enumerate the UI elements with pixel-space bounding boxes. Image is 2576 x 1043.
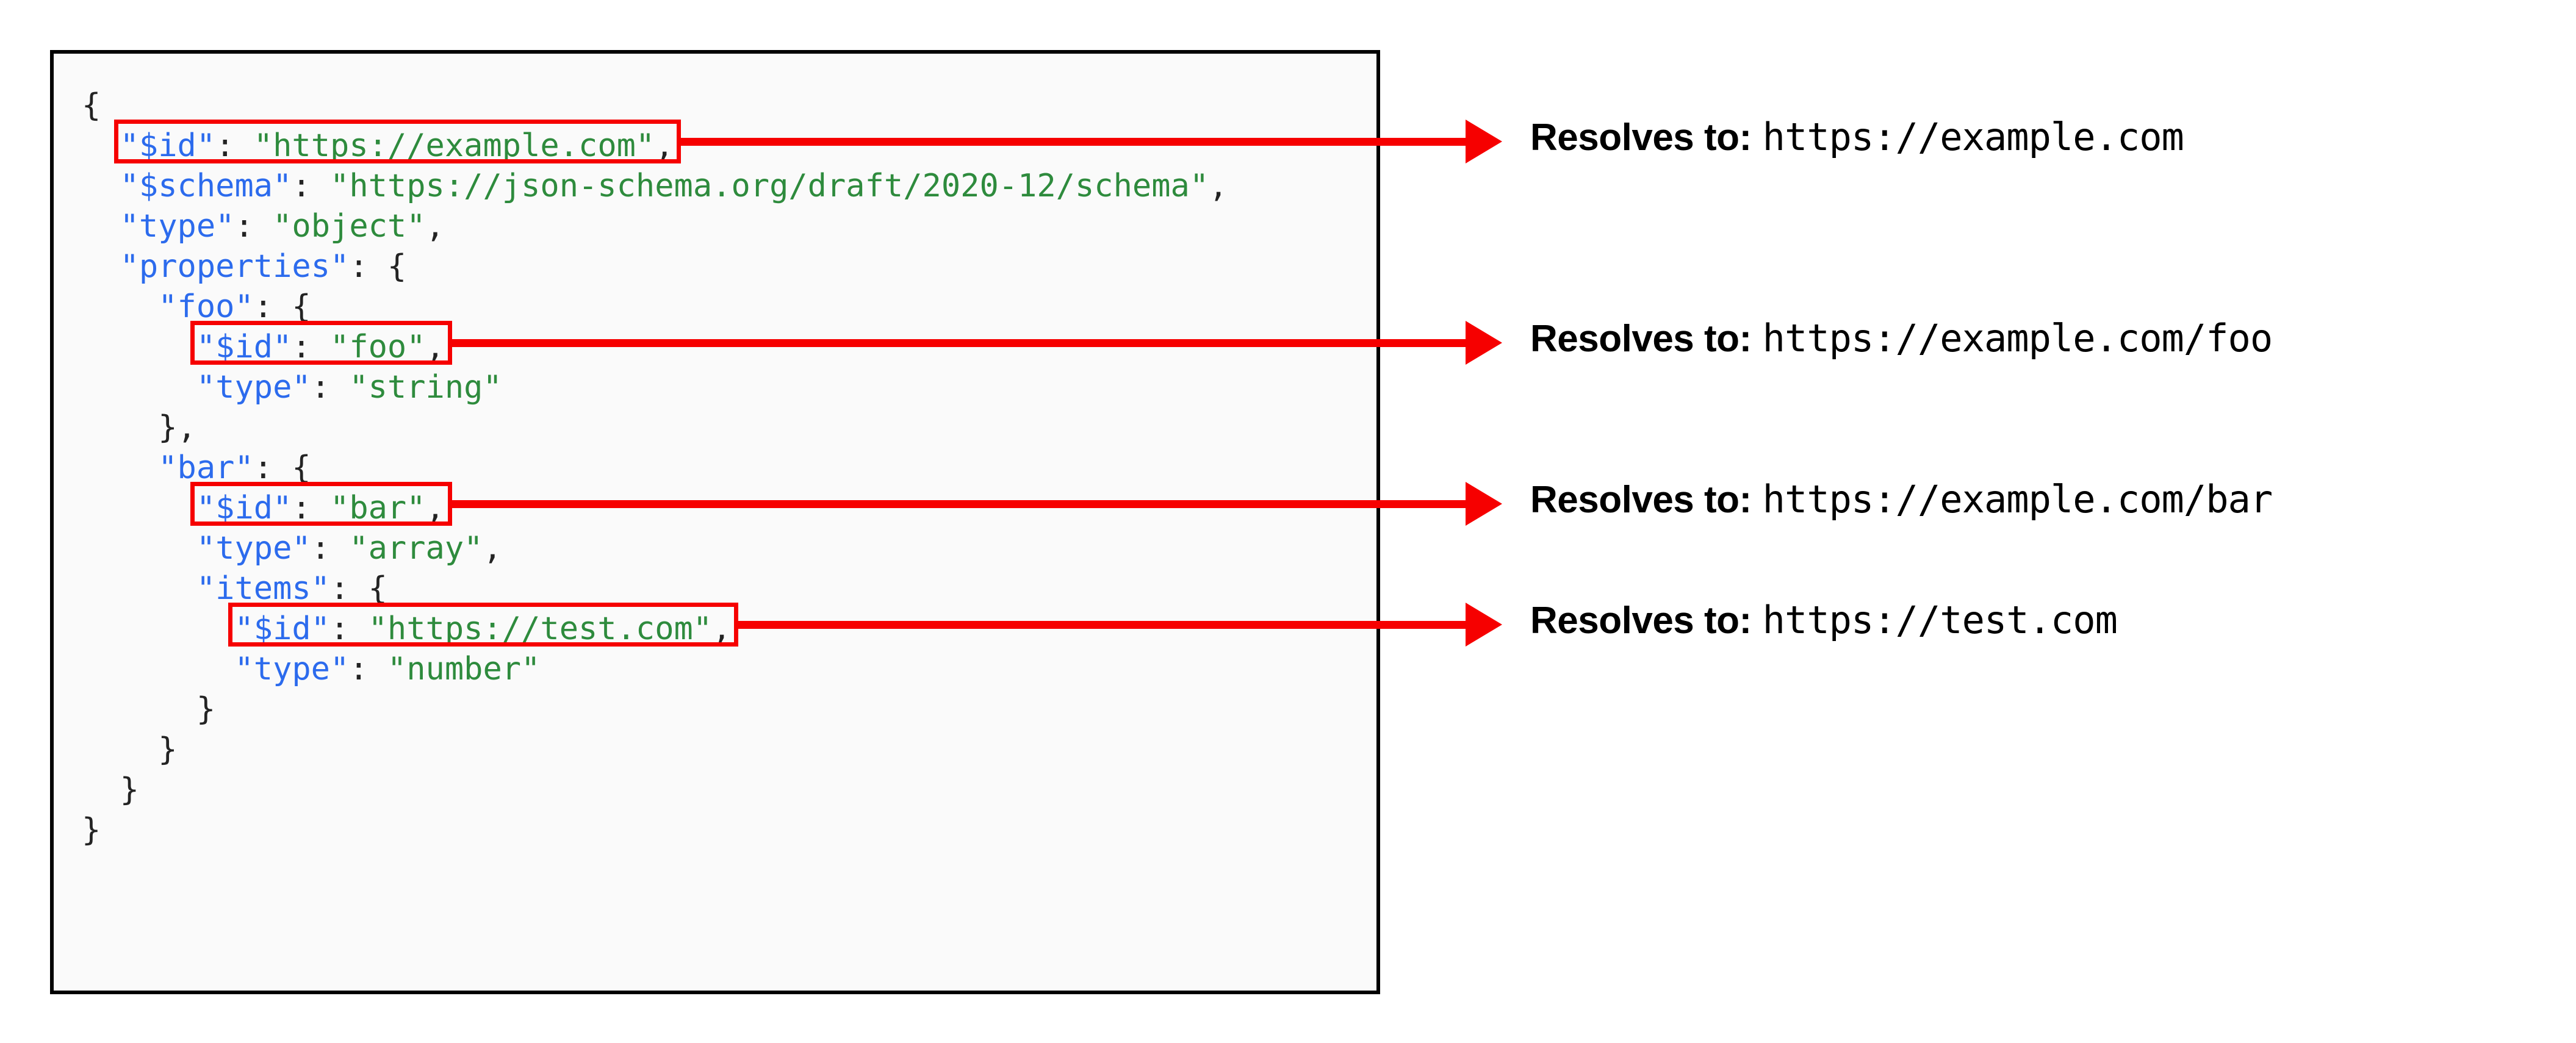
code-token: : { (253, 289, 311, 325)
code-token: "type" (196, 530, 311, 567)
code-token: } (158, 731, 178, 768)
code-token: "items" (196, 570, 330, 607)
code-token: : (311, 530, 350, 567)
code-token: "type" (196, 369, 311, 406)
code-token: } (82, 812, 101, 848)
connector-line-3 (452, 500, 1466, 508)
code-line: "$id": "https://example.com", (82, 126, 1228, 166)
code-token: "string" (349, 369, 502, 406)
code-token: } (120, 772, 139, 808)
arrowhead-icon-3 (1466, 482, 1502, 526)
code-token: "foo" (330, 329, 426, 365)
code-token: "https://example.com" (253, 127, 655, 164)
annotation-label-1: Resolves to: (1530, 116, 1752, 159)
code-token: : (292, 329, 331, 365)
code-token: , (1209, 168, 1228, 204)
code-token: "https://json-schema.org/draft/2020-12/s… (330, 168, 1209, 204)
code-token: "$id" (196, 490, 292, 526)
code-token: { (82, 87, 101, 124)
code-token: "$id" (234, 611, 330, 647)
code-token: : (349, 651, 387, 687)
code-line: } (82, 810, 1228, 850)
code-line: "type": "string" (82, 367, 1228, 407)
code-token: "foo" (158, 289, 254, 325)
code-token: "object" (273, 208, 426, 245)
code-token: , (712, 611, 732, 647)
code-token: } (196, 691, 216, 728)
code-token: , (425, 208, 445, 245)
code-token: : (234, 208, 273, 245)
json-code-block: { "$id": "https://example.com", "$schema… (82, 85, 1228, 850)
arrowhead-icon-2 (1466, 321, 1502, 365)
code-token: }, (158, 409, 196, 446)
code-line: "properties": { (82, 246, 1228, 287)
annotation-url-3: https://example.com/bar (1762, 477, 2273, 522)
code-line: "$id": "bar", (82, 488, 1228, 528)
code-line: } (82, 689, 1228, 729)
code-token: , (425, 329, 445, 365)
code-line: "$schema": "https://json-schema.org/draf… (82, 166, 1228, 206)
code-token: "bar" (330, 490, 426, 526)
code-token: "https://test.com" (368, 611, 713, 647)
code-token: "$schema" (120, 168, 292, 204)
code-token: , (655, 127, 674, 164)
code-line: "$id": "https://test.com", (82, 609, 1228, 649)
code-line: } (82, 729, 1228, 770)
code-token: "$id" (196, 329, 292, 365)
annotation-url-2: https://example.com/foo (1762, 316, 2273, 360)
code-line: "type": "object", (82, 206, 1228, 246)
annotation-label-2: Resolves to: (1530, 318, 1752, 360)
connector-line-4 (738, 620, 1466, 629)
code-token: "number" (387, 651, 541, 687)
code-line: "type": "number" (82, 649, 1228, 689)
code-token: "type" (120, 208, 235, 245)
code-token: "properties" (120, 248, 350, 285)
code-token: , (425, 490, 445, 526)
code-token: : { (253, 450, 311, 486)
code-token: "type" (234, 651, 350, 687)
arrowhead-icon-1 (1466, 120, 1502, 163)
code-line: } (82, 770, 1228, 810)
annotation-resolves-1: Resolves to: https://example.com (1530, 115, 2184, 159)
annotation-label-3: Resolves to: (1530, 479, 1752, 521)
annotation-resolves-4: Resolves to: https://test.com (1530, 598, 2118, 642)
code-line: "items": { (82, 568, 1228, 609)
code-token: : (311, 369, 350, 406)
arrowhead-icon-4 (1466, 603, 1502, 647)
code-token: : { (349, 248, 407, 285)
code-token: , (483, 530, 502, 567)
annotation-resolves-2: Resolves to: https://example.com/foo (1530, 316, 2273, 360)
code-line: { (82, 85, 1228, 126)
code-token: "$id" (120, 127, 216, 164)
code-line: "type": "array", (82, 528, 1228, 568)
connector-line-1 (681, 137, 1466, 146)
code-token: : (330, 611, 369, 647)
annotation-resolves-3: Resolves to: https://example.com/bar (1530, 477, 2273, 522)
code-token: : { (330, 570, 387, 607)
code-token: "array" (349, 530, 483, 567)
code-token: : (292, 168, 331, 204)
code-token: "bar" (158, 450, 254, 486)
annotation-label-4: Resolves to: (1530, 600, 1752, 642)
annotation-url-4: https://test.com (1762, 598, 2118, 642)
json-code-panel: { "$id": "https://example.com", "$schema… (50, 50, 1380, 994)
annotation-url-1: https://example.com (1762, 115, 2184, 159)
code-token: : (292, 490, 331, 526)
code-line: "bar": { (82, 448, 1228, 488)
code-line: "$id": "foo", (82, 327, 1228, 367)
code-token: : (215, 127, 254, 164)
code-line: "foo": { (82, 287, 1228, 327)
code-line: }, (82, 407, 1228, 448)
connector-line-2 (452, 339, 1466, 347)
